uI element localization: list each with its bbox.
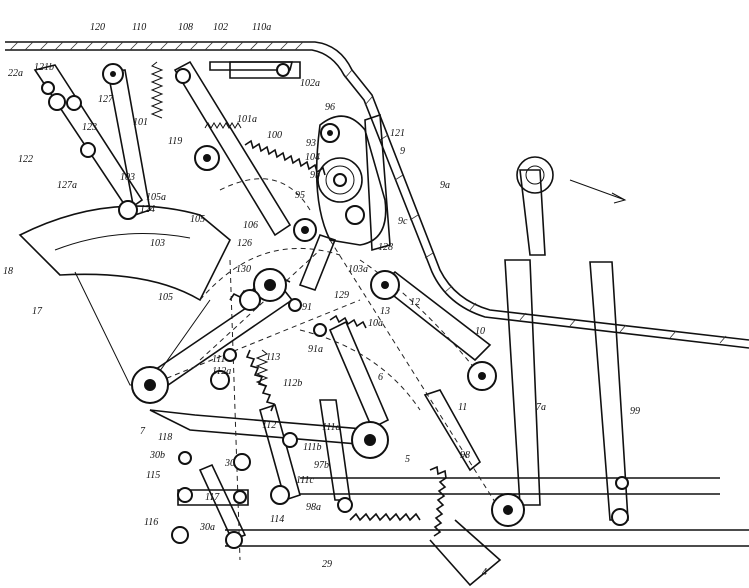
- label-128: 128: [378, 242, 393, 253]
- label-110: 110: [132, 22, 146, 33]
- label-103a: 103a: [348, 264, 368, 275]
- label-111a: 111a: [322, 422, 341, 433]
- curved-segment: [18, 205, 231, 386]
- label-113: 113: [266, 352, 280, 363]
- label-13: 13: [380, 306, 390, 317]
- label-22a: 22a: [8, 68, 23, 79]
- label-120: 120: [90, 22, 105, 33]
- label-98: 98: [460, 450, 470, 461]
- label-11: 11: [458, 402, 467, 413]
- label-121: 121: [390, 128, 405, 139]
- label-100: 100: [267, 130, 282, 141]
- label-101a: 101a: [237, 114, 257, 125]
- label-111: 111: [212, 354, 226, 365]
- label-10: 10: [475, 326, 485, 337]
- label-9b: 9b: [310, 170, 320, 181]
- label-98a: 98a: [306, 502, 321, 513]
- label-117: 117: [205, 492, 220, 503]
- label-17: 17: [32, 306, 43, 317]
- label-115: 115: [146, 470, 160, 481]
- label-9c: 9c: [398, 216, 408, 227]
- label-101: 101: [133, 117, 148, 128]
- label-7: 7: [140, 426, 146, 437]
- base-rail: [225, 477, 749, 547]
- label-118: 118: [158, 432, 172, 443]
- label-97b: 97b: [314, 460, 329, 471]
- label-105a: 105a: [146, 192, 166, 203]
- hand-lever: [516, 156, 627, 204]
- label-2: 2: [366, 435, 373, 447]
- label-30a: 30a: [199, 522, 215, 533]
- label-18: 18: [3, 266, 13, 277]
- label-93: 93: [306, 138, 316, 149]
- label-122: 122: [18, 154, 33, 165]
- housing-top-plate: [5, 41, 749, 349]
- label-12: 12: [410, 297, 420, 308]
- label-6: 6: [378, 372, 383, 383]
- label-108: 108: [178, 22, 193, 33]
- label-103-top: 103: [120, 172, 135, 183]
- label-3: 3: [145, 380, 152, 392]
- label-129: 129: [334, 290, 349, 301]
- label-111b: 111b: [303, 442, 322, 453]
- label-91: 91: [302, 302, 312, 313]
- label-91a: 91a: [308, 344, 323, 355]
- label-103-bottom: 103: [150, 238, 165, 249]
- label-106: 106: [243, 220, 258, 231]
- label-114: 114: [270, 514, 284, 525]
- cam-plate: [315, 115, 387, 246]
- reference-labels: 22a 121b 120 110 108 102 110a 102a 127 1…: [3, 22, 640, 578]
- label-116: 116: [144, 517, 158, 528]
- label-123: 123: [82, 122, 97, 133]
- label-102a: 102a: [300, 78, 320, 89]
- label-124: 124: [140, 204, 155, 215]
- label-105-mid: 105: [190, 214, 205, 225]
- label-121b: 121b: [34, 62, 54, 73]
- label-30b: 30b: [149, 450, 165, 461]
- label-10a: 10a: [368, 318, 383, 329]
- label-9: 9: [400, 146, 405, 157]
- label-95: 95: [295, 190, 305, 201]
- label-9a: 9a: [440, 180, 450, 191]
- label-4: 4: [482, 567, 487, 578]
- label-127a: 127a: [57, 180, 77, 191]
- label-111c: 111c: [296, 475, 315, 486]
- label-96: 96: [325, 102, 335, 113]
- label-112: 112: [262, 420, 276, 431]
- label-99: 99: [630, 406, 640, 417]
- pivots: [41, 63, 629, 549]
- label-110a: 110a: [252, 22, 271, 33]
- label-126: 126: [237, 238, 252, 249]
- label-102: 102: [213, 22, 228, 33]
- label-119: 119: [168, 136, 182, 147]
- label-127: 127: [98, 94, 114, 105]
- label-30: 30: [224, 458, 235, 469]
- label-7a: 7a: [536, 402, 546, 413]
- label-5: 5: [405, 454, 410, 465]
- label-130: 130: [236, 264, 251, 275]
- label-1: 1: [505, 505, 511, 517]
- label-112a: 112a: [212, 366, 231, 377]
- label-112b: 112b: [283, 378, 302, 389]
- springs: [150, 61, 269, 387]
- label-29: 29: [322, 559, 332, 570]
- label-105: 105: [158, 292, 173, 303]
- label-104: 104: [305, 152, 320, 163]
